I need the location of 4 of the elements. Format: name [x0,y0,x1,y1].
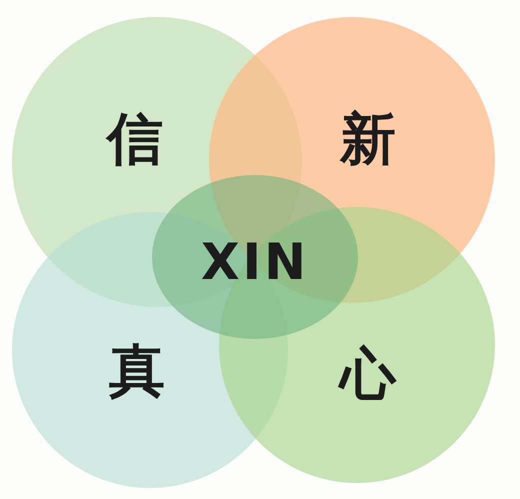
venn-label: XIN [201,237,309,287]
venn-label: 信 [107,112,163,168]
venn-label: 真 [109,344,165,400]
venn-label: 新 [340,112,396,168]
